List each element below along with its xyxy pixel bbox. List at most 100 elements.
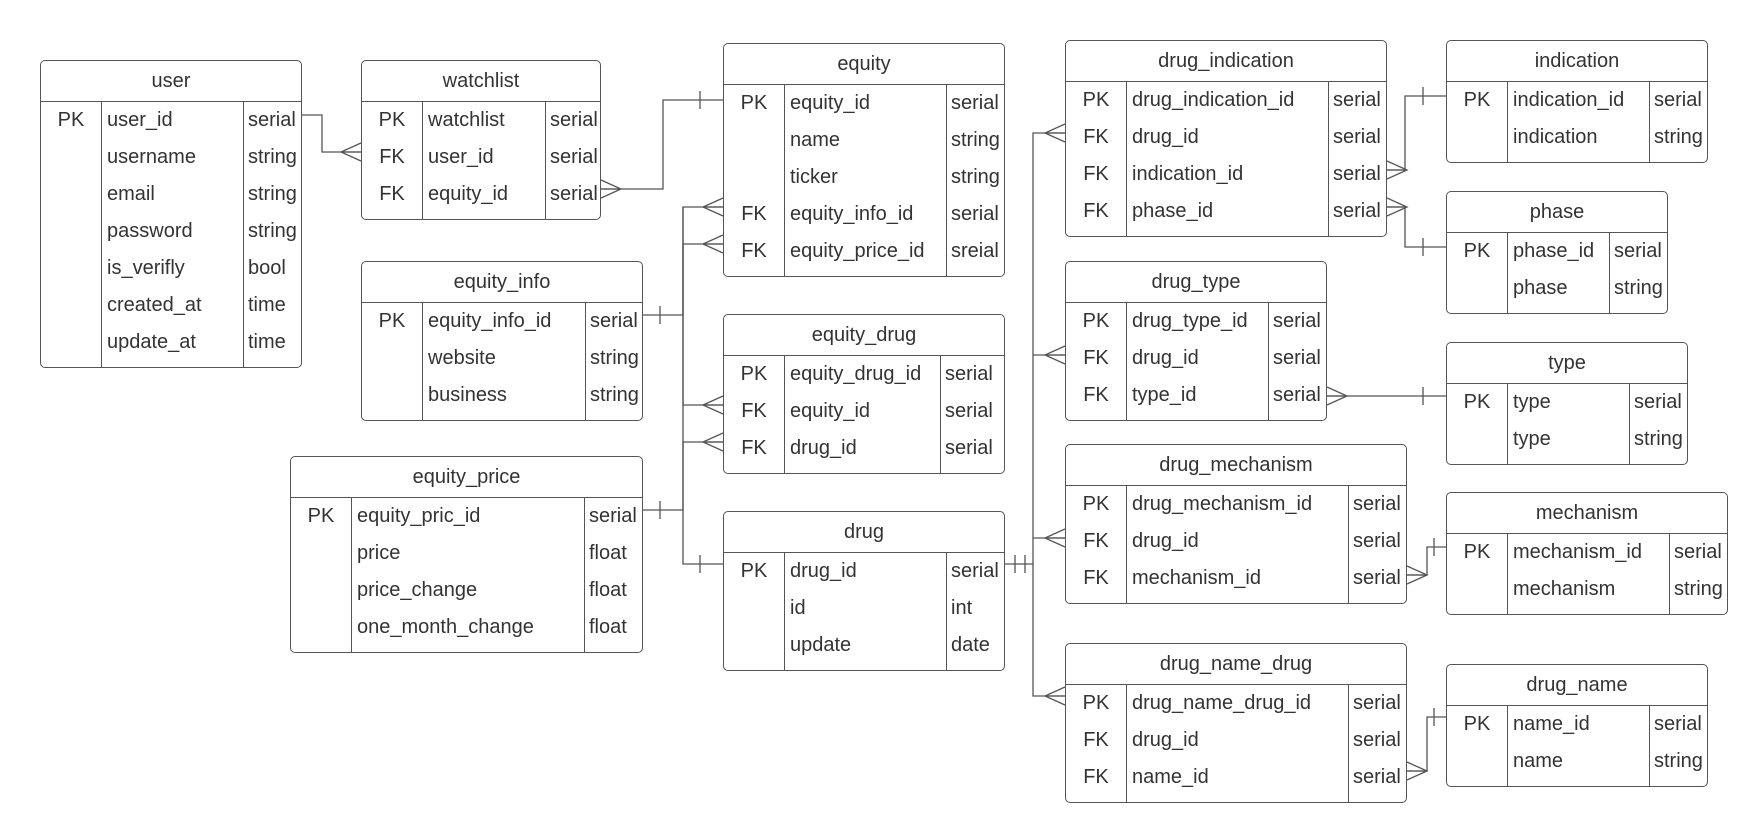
key-label: PK	[740, 560, 768, 582]
key-label: FK	[1083, 530, 1109, 552]
field-name: username	[107, 146, 196, 168]
column-divider	[1669, 534, 1670, 614]
relationship-line	[1032, 564, 1065, 697]
many-marker	[1386, 197, 1409, 217]
column-divider	[243, 102, 244, 367]
column-divider	[1507, 82, 1508, 162]
many-marker	[1406, 761, 1429, 781]
key-label: PK	[1082, 692, 1110, 714]
column-divider	[422, 102, 423, 219]
relationship-line	[1407, 546, 1446, 576]
field-type: serial	[1654, 89, 1702, 111]
key-label: PK	[740, 363, 768, 385]
field-type: serial	[1333, 126, 1381, 148]
field-type: sreial	[951, 240, 999, 262]
column-divider	[101, 102, 102, 367]
entity-title: equity_price	[291, 457, 642, 498]
relationship-line	[682, 441, 723, 565]
many-marker	[1043, 528, 1066, 548]
field-name: drug_id	[790, 437, 857, 459]
field-name: mechanism	[1513, 578, 1616, 600]
field-name: website	[428, 347, 496, 369]
many-marker	[701, 234, 724, 254]
many-marker	[1386, 160, 1409, 180]
key-label: PK	[57, 109, 85, 131]
key-label: PK	[1463, 89, 1491, 111]
entity-title: phase	[1447, 192, 1667, 233]
relationship-line	[682, 207, 723, 406]
field-name: update_at	[107, 331, 196, 353]
column-divider	[784, 356, 785, 473]
field-type: float	[589, 542, 627, 564]
field-type: string	[590, 347, 639, 369]
field-name: user_id	[428, 146, 494, 168]
column-divider	[1348, 486, 1349, 603]
key-label: PK	[1463, 541, 1491, 563]
field-type: serial	[1353, 729, 1401, 751]
column-divider	[1126, 486, 1127, 603]
field-name: drug_id	[790, 560, 857, 582]
key-label: FK	[1083, 200, 1109, 222]
column-divider	[1609, 233, 1610, 313]
column-divider	[784, 85, 785, 276]
field-type: string	[1614, 277, 1663, 299]
relationship-line	[1005, 132, 1065, 565]
field-name: phase_id	[1513, 240, 1595, 262]
field-name: indication_id	[1132, 163, 1244, 185]
key-label: FK	[379, 183, 405, 205]
field-type: serial	[951, 560, 999, 582]
many-marker	[1043, 345, 1066, 365]
many-marker	[1406, 565, 1429, 585]
field-type: float	[589, 579, 627, 601]
entity-title: mechanism	[1447, 493, 1727, 534]
many-marker	[701, 197, 724, 217]
field-name: equity_id	[790, 400, 871, 422]
column-divider	[946, 85, 947, 276]
field-name: phase_id	[1132, 200, 1214, 222]
column-divider	[422, 303, 423, 420]
field-type: serial	[1273, 347, 1321, 369]
field-name: business	[428, 384, 507, 406]
field-type: string	[248, 183, 297, 205]
field-type: serial	[945, 437, 993, 459]
field-name: drug_mechanism_id	[1132, 493, 1313, 515]
column-divider	[1348, 685, 1349, 802]
column-divider	[1507, 534, 1508, 614]
field-name: price_change	[357, 579, 478, 601]
entity-title: drug	[724, 512, 1004, 553]
key-label: PK	[1463, 240, 1491, 262]
field-name: watchlist	[428, 109, 505, 131]
entity-title: drug_mechanism	[1066, 445, 1406, 486]
field-name: name	[790, 129, 841, 151]
